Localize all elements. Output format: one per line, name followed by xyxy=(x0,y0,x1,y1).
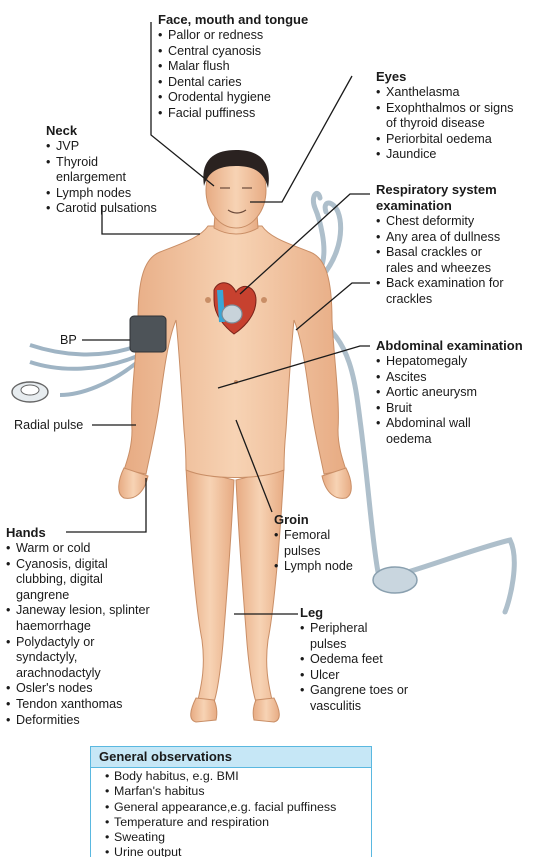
list-item: General appearance,e.g. facial puffiness xyxy=(105,800,371,815)
list-item: Ulcer xyxy=(300,668,410,684)
list-item: Thyroid enlargement xyxy=(46,155,146,186)
abdominal-title: Abdominal examination xyxy=(376,338,535,354)
hands-block: Hands Warm or cold Cyanosis, digital clu… xyxy=(6,525,166,728)
list-item: Central cyanosis xyxy=(158,44,368,60)
list-item: Abdominal wall oedema xyxy=(376,416,476,447)
face-list: Pallor or redness Central cyanosis Malar… xyxy=(158,28,368,122)
respiratory-block: Respiratory system examination Chest def… xyxy=(376,182,526,308)
bp-cuff xyxy=(130,316,166,352)
list-item: Periorbital oedema xyxy=(376,132,526,148)
face-title: Face, mouth and tongue xyxy=(158,12,368,28)
eyes-block: Eyes Xanthelasma Exophthalmos or signs o… xyxy=(376,69,526,163)
leg-list: Peripheral pulses Oedema feet Ulcer Gang… xyxy=(300,621,410,715)
list-item: Exophthalmos or signs of thyroid disease xyxy=(376,101,526,132)
list-item: Osler's nodes xyxy=(6,681,166,697)
list-item: Jaundice xyxy=(376,147,526,163)
groin-block: Groin Femoral pulses Lymph node xyxy=(274,512,374,575)
face-block: Face, mouth and tongue Pallor or redness… xyxy=(158,12,368,122)
list-item: Malar flush xyxy=(158,59,368,75)
list-item: Marfan's habitus xyxy=(105,784,371,799)
list-item: Chest deformity xyxy=(376,214,526,230)
list-item: Temperature and respiration xyxy=(105,815,371,830)
neck-block: Neck JVP Thyroid enlargement Lymph nodes… xyxy=(46,123,176,217)
hands-list: Warm or cold Cyanosis, digital clubbing,… xyxy=(6,541,166,728)
list-item: Lymph nodes xyxy=(46,186,176,202)
leg-title: Leg xyxy=(300,605,410,621)
list-item: Femoral pulses xyxy=(274,528,344,559)
respiratory-title: Respiratory system examination xyxy=(376,182,526,214)
list-item: Bruit xyxy=(376,401,535,417)
list-item: Body habitus, e.g. BMI xyxy=(105,769,371,784)
list-item: Basal crackles or rales and wheezes xyxy=(376,245,506,276)
list-item: Carotid pulsations xyxy=(46,201,176,217)
list-item: Cyanosis, digital clubbing, digital gang… xyxy=(6,557,136,604)
list-item: Tendon xanthomas xyxy=(6,697,166,713)
list-item: Dental caries xyxy=(158,75,368,91)
list-item: Warm or cold xyxy=(6,541,166,557)
general-observations-title: General observations xyxy=(91,747,371,768)
leg-block: Leg Peripheral pulses Oedema feet Ulcer … xyxy=(300,605,410,715)
respiratory-list: Chest deformity Any area of dullness Bas… xyxy=(376,214,526,308)
list-item: Pallor or redness xyxy=(158,28,368,44)
list-item: Any area of dullness xyxy=(376,230,526,246)
list-item: JVP xyxy=(46,139,176,155)
list-item: Aortic aneurysm xyxy=(376,385,535,401)
general-observations-box: General observations Body habitus, e.g. … xyxy=(90,746,372,857)
list-item: Hepatomegaly xyxy=(376,354,535,370)
list-item: Ascites xyxy=(376,370,535,386)
list-item: Back examination for crackles xyxy=(376,276,506,307)
bp-label: BP xyxy=(60,333,77,348)
list-item: Janeway lesion, splinter haemorrhage xyxy=(6,603,156,634)
list-item: Peripheral pulses xyxy=(300,621,380,652)
list-item: Orodental hygiene xyxy=(158,90,368,106)
list-item: Sweating xyxy=(105,830,371,845)
neck-list: JVP Thyroid enlargement Lymph nodes Caro… xyxy=(46,139,176,217)
list-item: Xanthelasma xyxy=(376,85,526,101)
bp-gauge xyxy=(12,382,48,402)
abdominal-list: Hepatomegaly Ascites Aortic aneurysm Bru… xyxy=(376,354,535,448)
stethoscope-head xyxy=(222,305,242,323)
groin-list: Femoral pulses Lymph node xyxy=(274,528,374,575)
list-item: Polydactyly or syndactyly, arachnodactyl… xyxy=(6,635,126,682)
eyes-title: Eyes xyxy=(376,69,526,85)
list-item: Lymph node xyxy=(274,559,374,575)
eyes-list: Xanthelasma Exophthalmos or signs of thy… xyxy=(376,85,526,163)
general-observations-list: Body habitus, e.g. BMI Marfan's habitus … xyxy=(91,768,371,857)
list-item: Gangrene toes or vasculitis xyxy=(300,683,410,714)
hands-title: Hands xyxy=(6,525,166,541)
list-item: Facial puffiness xyxy=(158,106,368,122)
radial-pulse-label: Radial pulse xyxy=(14,418,83,433)
list-item: Urine output xyxy=(105,845,371,857)
abdominal-block: Abdominal examination Hepatomegaly Ascit… xyxy=(376,338,535,448)
stethoscope-chestpiece xyxy=(373,567,417,593)
list-item: Oedema feet xyxy=(300,652,410,668)
list-item: Deformities xyxy=(6,713,166,729)
neck-title: Neck xyxy=(46,123,176,139)
groin-title: Groin xyxy=(274,512,374,528)
